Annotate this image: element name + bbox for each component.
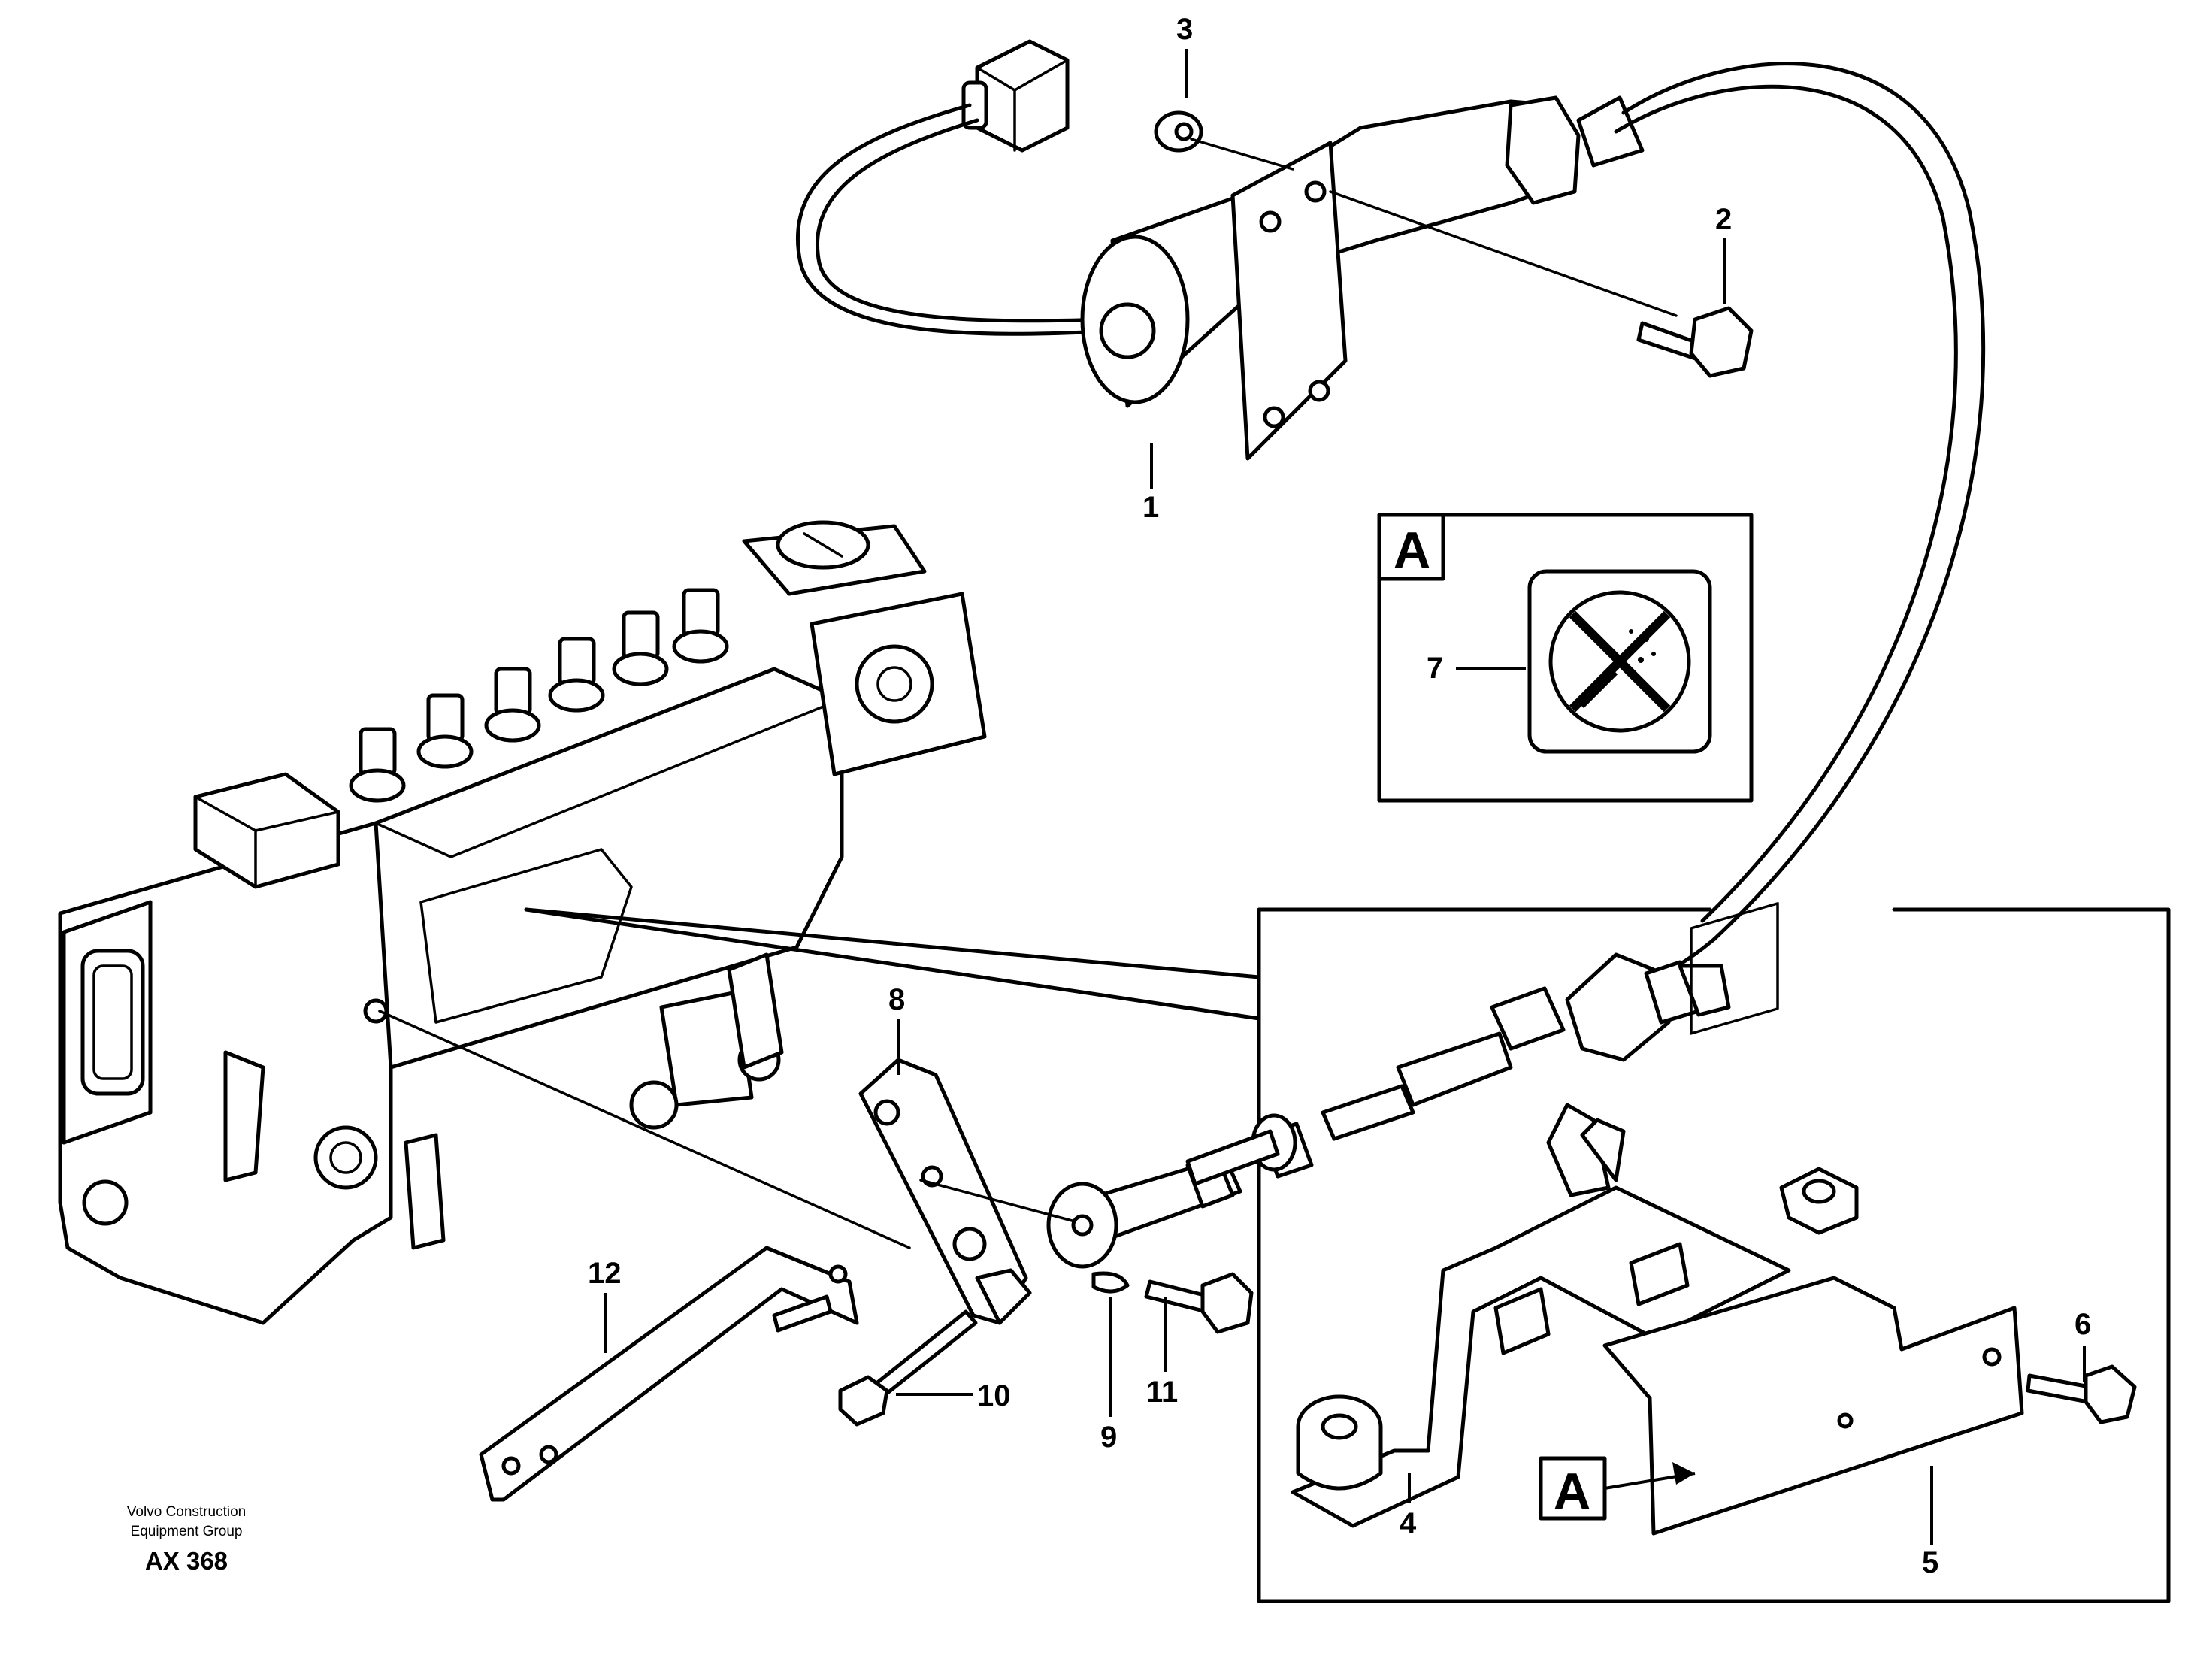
callout-3: 3 (1176, 13, 1193, 46)
cable-hex-nut (1565, 952, 1671, 1062)
callout-8: 8 (888, 983, 905, 1016)
callout-10: 10 (977, 1379, 1011, 1412)
drawing-id: AX 368 (145, 1547, 228, 1575)
callout-6: 6 (2074, 1308, 2091, 1341)
callout-4: 4 (1400, 1507, 1417, 1540)
detail-leader-line-upper (524, 907, 1261, 979)
stop-cable (1614, 62, 1986, 994)
lever-axis-line (378, 1010, 911, 1249)
part-9-pin (1091, 1271, 1130, 1294)
callout-2: 2 (1715, 203, 1732, 236)
callout-9: 9 (1100, 1421, 1117, 1454)
detail-leader-line-lower (524, 907, 1261, 1021)
callout-5: 5 (1922, 1546, 1938, 1579)
callout-7: 7 (1427, 652, 1443, 685)
callout-1: 1 (1142, 491, 1159, 524)
solenoid-bracket (1230, 141, 1348, 461)
mounting-detail-box: A (1185, 902, 2171, 1603)
part-4-bracket (1291, 1103, 1859, 1528)
part-12-bracket (479, 1246, 859, 1502)
solenoid-wire (795, 103, 1118, 336)
part-2-bolt (1329, 190, 1754, 378)
fuel-injection-pump (58, 520, 987, 1325)
part-8-lever (858, 1058, 1032, 1325)
stop-solenoid (795, 39, 1645, 461)
footer-credit: Volvo Construction Equipment Group AX 36… (127, 1504, 246, 1575)
electrical-connector (975, 39, 1070, 153)
part-5-cover-plate (1602, 902, 2024, 1536)
detail-box-label: A (1394, 522, 1430, 579)
part-11-bolt (1144, 1272, 1254, 1334)
company-line-1: Volvo Construction (127, 1504, 246, 1520)
decal-detail-box: A (1377, 513, 1754, 803)
no-pressure-washing-icon (1548, 590, 1691, 733)
part-6-bolt (2026, 1364, 2137, 1424)
decal-reference-label: A (1554, 1463, 1590, 1520)
company-line-2: Equipment Group (131, 1524, 243, 1539)
callout-12: 12 (588, 1257, 622, 1290)
part-10-bolt (838, 1309, 978, 1427)
delivery-valve-row (349, 588, 729, 803)
callout-11: 11 (1146, 1376, 1178, 1409)
part-3-nut (1154, 110, 1294, 171)
